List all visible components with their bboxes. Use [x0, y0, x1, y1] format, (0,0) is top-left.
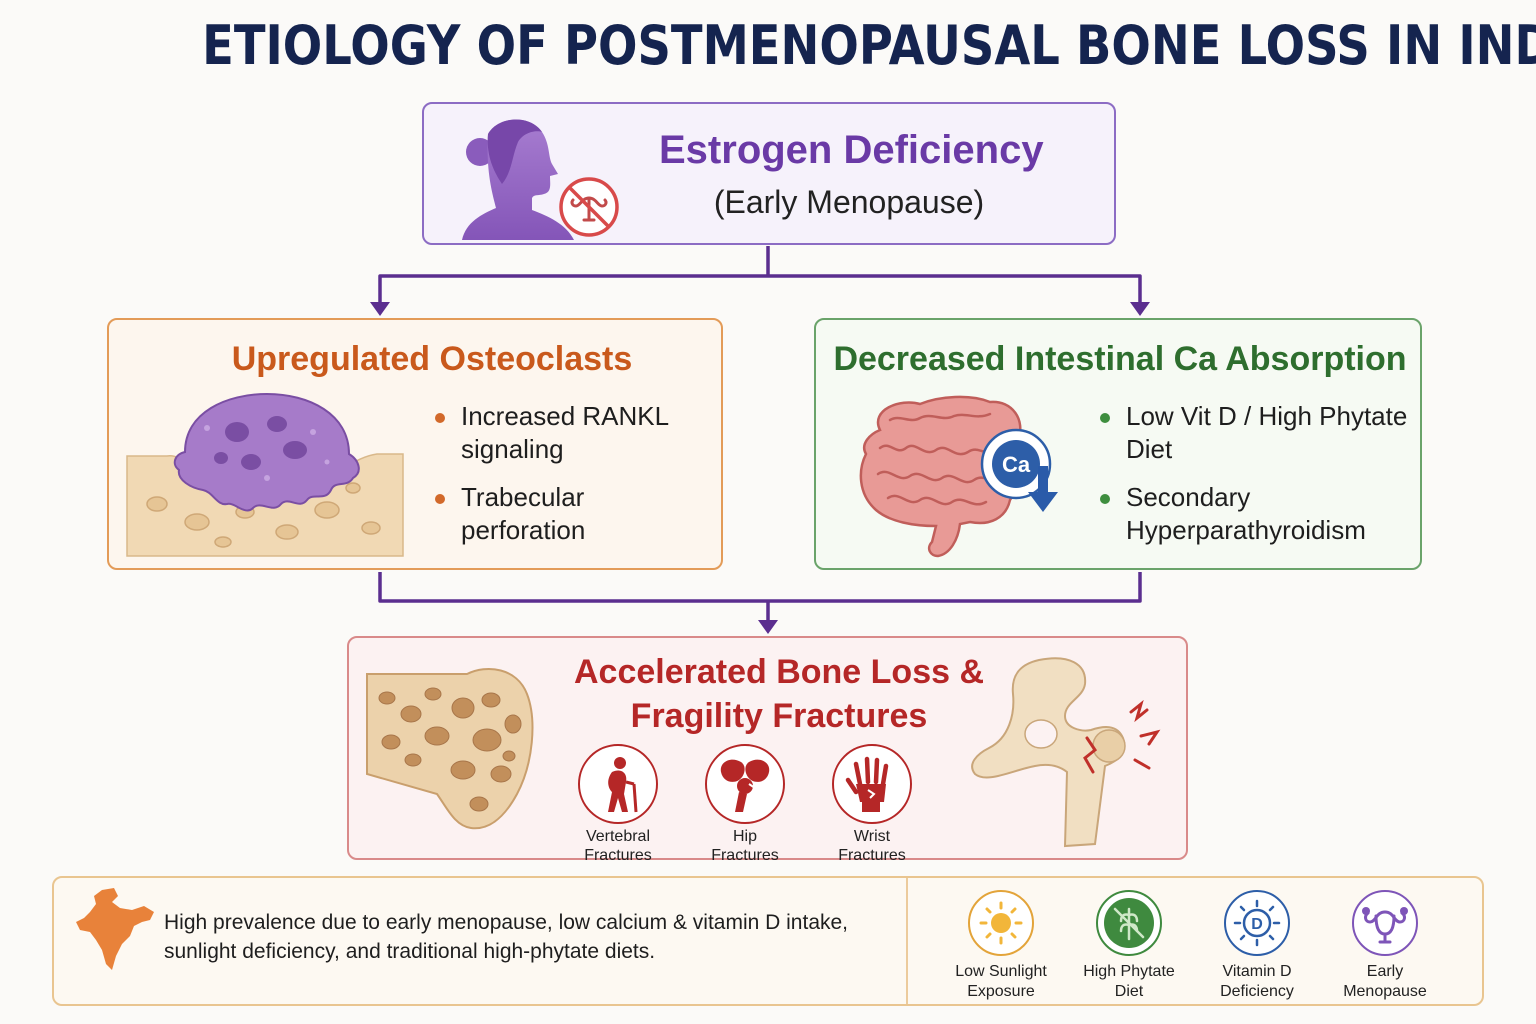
sun-icon — [968, 890, 1034, 956]
calcium-down-arrow-icon: Ca — [980, 428, 1058, 512]
uterus-icon — [1352, 890, 1418, 956]
calcium-badge-text: Ca — [1002, 452, 1031, 477]
trabecular-bone-icon — [366, 667, 534, 830]
risk-label-line1: High Phytate — [1083, 963, 1175, 980]
risk-label-line2: Deficiency — [1220, 983, 1294, 1000]
bullet-dot-icon — [1100, 413, 1110, 423]
india-map-icon — [76, 888, 154, 970]
fracture-label-line2: Fractures — [838, 847, 906, 864]
risk-vitamin-d: D Vitamin D Deficiency — [1192, 890, 1322, 1002]
risk-label-line1: Vitamin D — [1222, 963, 1292, 980]
hip-fracture-item: Hip Fractures — [685, 744, 805, 865]
bullet-dot-icon — [1100, 494, 1110, 504]
osteoclasts-bullets: Increased RANKL signaling Trabecular per… — [435, 400, 715, 562]
vitamin-d-icon: D — [1224, 890, 1290, 956]
risk-label-line2: Menopause — [1343, 983, 1427, 1000]
calcium-title: Decreased Intestinal Ca Absorption — [833, 340, 1407, 378]
bullet-item: Trabecular perforation — [435, 481, 715, 547]
risk-early-menopause: Early Menopause — [1320, 890, 1450, 1002]
no-ovary-icon — [559, 177, 619, 237]
estrogen-title: Estrogen Deficiency — [659, 128, 1044, 172]
bullet-item: Low Vit D / High Phytate Diet — [1100, 400, 1410, 466]
osteoclast-on-bone-icon — [126, 392, 404, 557]
osteoclasts-box: Upregulated Osteoclasts Increased RANKL … — [107, 318, 723, 570]
risk-high-phytate: High Phytate Diet — [1064, 890, 1194, 1002]
estrogen-deficiency-box: Estrogen Deficiency (Early Menopause) — [422, 102, 1116, 245]
grain-icon — [1096, 890, 1162, 956]
stooped-person-icon — [578, 744, 658, 824]
wrist-fracture-item: Wrist Fractures — [812, 744, 932, 865]
fracture-label-line1: Hip — [732, 828, 757, 845]
risk-label-line1: Low Sunlight — [955, 963, 1047, 980]
bullet-item: Secondary Hyperparathyroidism — [1100, 481, 1410, 547]
risk-label-line2: Exposure — [967, 983, 1035, 1000]
fracture-label-line1: Wrist — [853, 828, 891, 845]
fractured-hip-bone-icon — [971, 657, 1161, 848]
fracture-label-line1: Vertebral — [585, 828, 651, 845]
estrogen-subtitle: (Early Menopause) — [713, 184, 985, 220]
bone-loss-title-line1: Accelerated Bone Loss & — [573, 653, 985, 691]
footer-prevalence-text: High prevalence due to early menopause, … — [164, 911, 849, 963]
risk-label-line2: Diet — [1114, 983, 1144, 1000]
india-prevalence-box: High prevalence due to early menopause, … — [52, 876, 1484, 1006]
fracture-label-line2: Fractures — [584, 847, 652, 864]
osteoclasts-title: Upregulated Osteoclasts — [231, 340, 633, 378]
fracture-label-line2: Fractures — [711, 847, 779, 864]
risk-label-line1: Early — [1366, 963, 1404, 980]
hand-bones-icon — [832, 744, 912, 824]
page-title: ETIOLOGY OF POSTMENOPAUSAL BONE LOSS IN … — [202, 14, 1536, 77]
hip-joint-icon — [705, 744, 785, 824]
woman-profile-icon — [462, 119, 574, 240]
intestine-icon — [859, 395, 1023, 558]
vertebral-fracture-item: Vertebral Fractures — [558, 744, 678, 865]
calcium-absorption-box: Decreased Intestinal Ca Absorption Ca Lo… — [814, 318, 1422, 570]
bullet-dot-icon — [435, 494, 445, 504]
calcium-bullets: Low Vit D / High Phytate Diet Secondary … — [1100, 400, 1410, 562]
bone-loss-title-line2: Fragility Fractures — [630, 697, 928, 735]
risk-low-sunlight: Low Sunlight Exposure — [936, 890, 1066, 1002]
footer-divider — [906, 878, 908, 1004]
bullet-item: Increased RANKL signaling — [435, 400, 715, 466]
bullet-dot-icon — [435, 413, 445, 423]
vitamin-d-badge: D — [1251, 916, 1263, 933]
bone-loss-box: Accelerated Bone Loss & Fragility Fractu… — [347, 636, 1188, 864]
